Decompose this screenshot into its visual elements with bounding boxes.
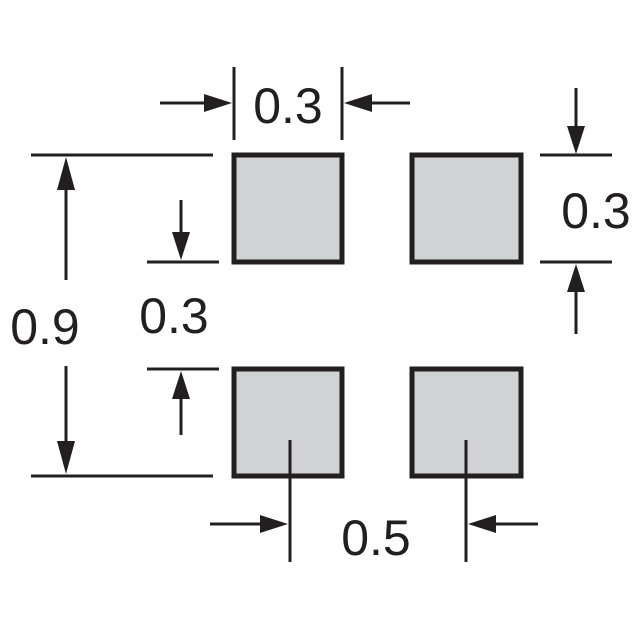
- arrow-down-icon: [567, 126, 585, 154]
- pad-top-left: [231, 152, 345, 265]
- arrow-up-icon: [57, 157, 75, 190]
- arrow-left-icon: [468, 515, 496, 533]
- pad-height-label: 0.3: [561, 183, 631, 239]
- arrow-right-icon: [204, 94, 232, 112]
- arrow-down-icon: [57, 441, 75, 474]
- arrow-up-icon: [172, 371, 190, 399]
- overall-height-label: 0.9: [10, 299, 80, 355]
- arrow-down-icon: [172, 232, 190, 260]
- arrow-right-icon: [260, 515, 288, 533]
- pad-gap-label: 0.3: [139, 288, 209, 344]
- pad-height-dimension: 0.3: [540, 88, 631, 334]
- overall-height-dimension: 0.9: [10, 153, 213, 478]
- arrow-up-icon: [567, 264, 585, 292]
- pad-top-right: [409, 152, 524, 265]
- pad-bottom-left: [231, 366, 345, 479]
- pad-width-label: 0.3: [253, 78, 323, 134]
- pad-width-dimension: 0.3: [160, 67, 410, 140]
- pad-pitch-label: 0.5: [341, 510, 411, 566]
- pad-pitch-dimension: 0.5: [210, 440, 538, 566]
- arrow-left-icon: [344, 94, 372, 112]
- pad-gap-dimension: 0.3: [139, 200, 219, 435]
